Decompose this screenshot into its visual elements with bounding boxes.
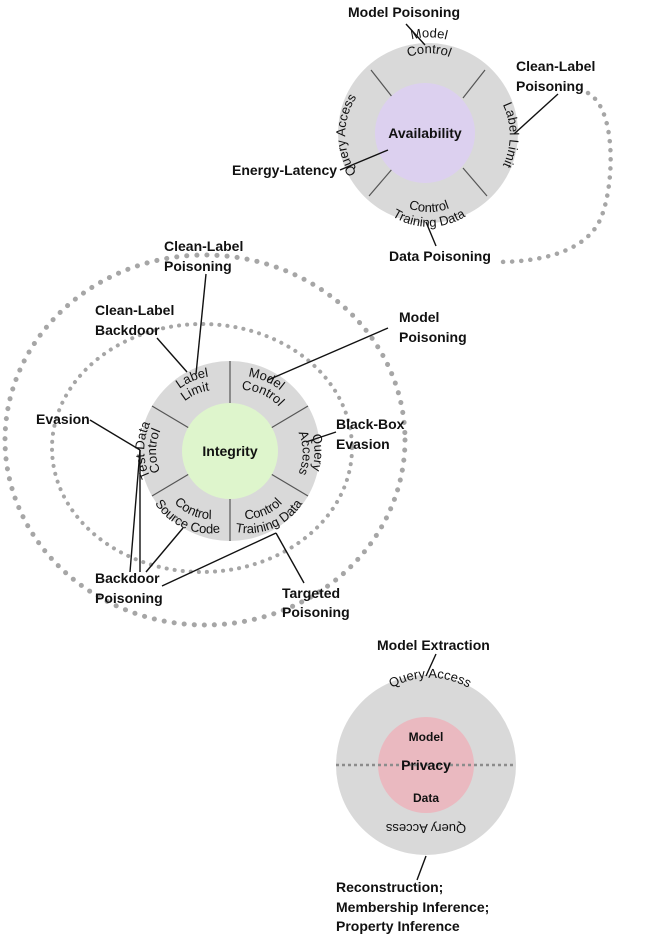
connector [416, 855, 427, 881]
availability-core [375, 83, 475, 183]
integ-attack-clean-label-backdoor-1: Clean-Label [95, 302, 174, 318]
divider [151, 473, 190, 497]
integ-attack-black-box-1: Black-Box [336, 416, 405, 432]
privacy-inner-model: Model [409, 730, 444, 744]
connector [129, 449, 141, 573]
integrity-core [182, 403, 278, 499]
integrity-outer-dotted-loop [2, 252, 408, 628]
priv-attack-reconstruction: Reconstruction; [336, 879, 443, 895]
integrity-core-label: Integrity [202, 443, 257, 459]
integ-attack-clean-label-poisoning-1: Clean-Label [164, 238, 243, 254]
privacy-inner-data: Data [413, 791, 439, 805]
integ-attack-model-poisoning-2: Poisoning [399, 329, 467, 345]
connector [161, 532, 277, 587]
connector [89, 419, 141, 451]
integ-attack-backdoor-poisoning-2: Poisoning [95, 590, 163, 606]
priv-attack-membership-inference: Membership Inference; [336, 899, 489, 915]
connector [305, 431, 337, 443]
privacy-core-label: Privacy [401, 757, 451, 773]
integ-attack-targeted-poisoning-1: Targeted [282, 585, 340, 601]
avail-attack-model-poisoning: Model Poisoning [348, 4, 460, 20]
integ-attack-clean-label-backdoor-2: Backdoor [95, 322, 160, 338]
avail-seg-label-limit: Label Limit [500, 100, 522, 171]
priv-attack-property-inference: Property Inference [336, 918, 460, 934]
integ-attack-backdoor-poisoning-1: Backdoor [95, 570, 160, 586]
connector [267, 327, 389, 381]
priv-seg-query-access-bottom: Query Access [385, 821, 466, 836]
avail-attack-clean-label-2: Poisoning [516, 78, 584, 94]
divider [370, 69, 394, 99]
availability-wheel: Availability Model Control Label Limit Q… [333, 25, 522, 230]
integ-attack-black-box-2: Evasion [336, 436, 390, 452]
privacy-wheel: Model Privacy Data Query Access Query Ac… [336, 666, 516, 855]
integ-seg-query-access-1: Query [309, 432, 327, 473]
avail-seg-training-data-1: Control [408, 197, 451, 215]
integrity-inner-dotted-loop [50, 322, 354, 574]
connector [425, 221, 437, 247]
connector [156, 337, 188, 373]
integrity-wheel: Integrity Label Limit Model Control Quer… [132, 361, 327, 541]
availability-core-label: Availability [388, 125, 462, 141]
availability-dotted-loop [494, 90, 613, 265]
integ-attack-targeted-poisoning-2: Poisoning [282, 604, 350, 620]
connector [275, 532, 305, 584]
integ-attack-evasion: Evasion [36, 411, 90, 427]
divider [462, 69, 486, 99]
integ-attack-model-poisoning-1: Model [399, 309, 439, 325]
avail-attack-clean-label-1: Clean-Label [516, 58, 595, 74]
divider [270, 473, 309, 497]
divider [151, 405, 190, 429]
divider [462, 167, 488, 197]
connector [145, 527, 184, 573]
divider [270, 405, 309, 429]
connector [513, 93, 559, 135]
integ-attack-clean-label-poisoning-2: Poisoning [164, 258, 232, 274]
avail-attack-data-poisoning: Data Poisoning [389, 248, 491, 264]
avail-attack-energy-latency: Energy-Latency [232, 162, 337, 178]
connector [425, 653, 437, 677]
connector [405, 23, 426, 46]
connector [195, 273, 207, 375]
connector [339, 149, 389, 171]
priv-attack-model-extraction: Model Extraction [377, 637, 490, 653]
divider [368, 167, 394, 197]
